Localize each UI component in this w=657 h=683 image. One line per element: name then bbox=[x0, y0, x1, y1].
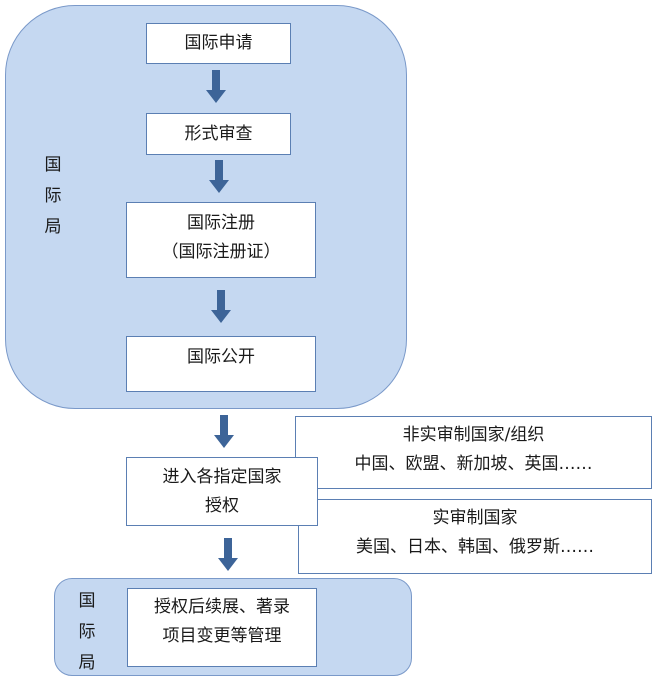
step-label: 国际注册 bbox=[187, 213, 255, 233]
group-examples: 中国、欧盟、新加坡、英国…… bbox=[354, 454, 593, 474]
post-grant-management-box: 授权后续展、著录 项目变更等管理 bbox=[127, 588, 317, 667]
international-bureau-label-bottom: 国 际 局 bbox=[77, 586, 97, 679]
down-arrow-icon bbox=[211, 290, 231, 323]
step-label: 形式审查 bbox=[184, 123, 253, 144]
down-arrow-icon bbox=[209, 160, 229, 193]
label-char: 际 bbox=[78, 622, 96, 642]
down-arrow-icon bbox=[214, 415, 234, 448]
step-label: 授权 bbox=[205, 495, 239, 516]
international-application-box: 国际申请 bbox=[146, 23, 291, 64]
label-char: 局 bbox=[44, 217, 62, 237]
down-arrow-icon bbox=[206, 70, 226, 103]
step-label: 进入各指定国家 bbox=[162, 466, 282, 487]
step-label: 授权后续展、著录 bbox=[154, 597, 290, 617]
step-label: 项目变更等管理 bbox=[162, 626, 282, 646]
down-arrow-icon bbox=[218, 538, 238, 571]
group-title: 非实审制国家/组织 bbox=[402, 425, 545, 445]
label-char: 国 bbox=[44, 155, 62, 175]
international-bureau-label: 国 际 局 bbox=[43, 150, 63, 243]
formal-examination-box: 形式审查 bbox=[146, 113, 291, 155]
non-examining-countries-box: 非实审制国家/组织 中国、欧盟、新加坡、英国…… bbox=[295, 416, 652, 489]
designated-countries-box: 进入各指定国家 授权 bbox=[126, 457, 318, 526]
examining-countries-box: 实审制国家 美国、日本、韩国、俄罗斯…… bbox=[298, 499, 652, 574]
step-label: 国际公开 bbox=[187, 347, 255, 367]
step-sublabel: （国际注册证） bbox=[161, 242, 281, 262]
international-publication-box: 国际公开 bbox=[126, 336, 316, 392]
international-registration-box: 国际注册 （国际注册证） bbox=[126, 202, 316, 278]
label-char: 国 bbox=[78, 591, 96, 611]
group-title: 实审制国家 bbox=[432, 508, 518, 528]
label-char: 际 bbox=[44, 186, 62, 206]
group-examples: 美国、日本、韩国、俄罗斯…… bbox=[356, 537, 594, 557]
label-char: 局 bbox=[78, 653, 96, 673]
step-label: 国际申请 bbox=[184, 33, 253, 53]
